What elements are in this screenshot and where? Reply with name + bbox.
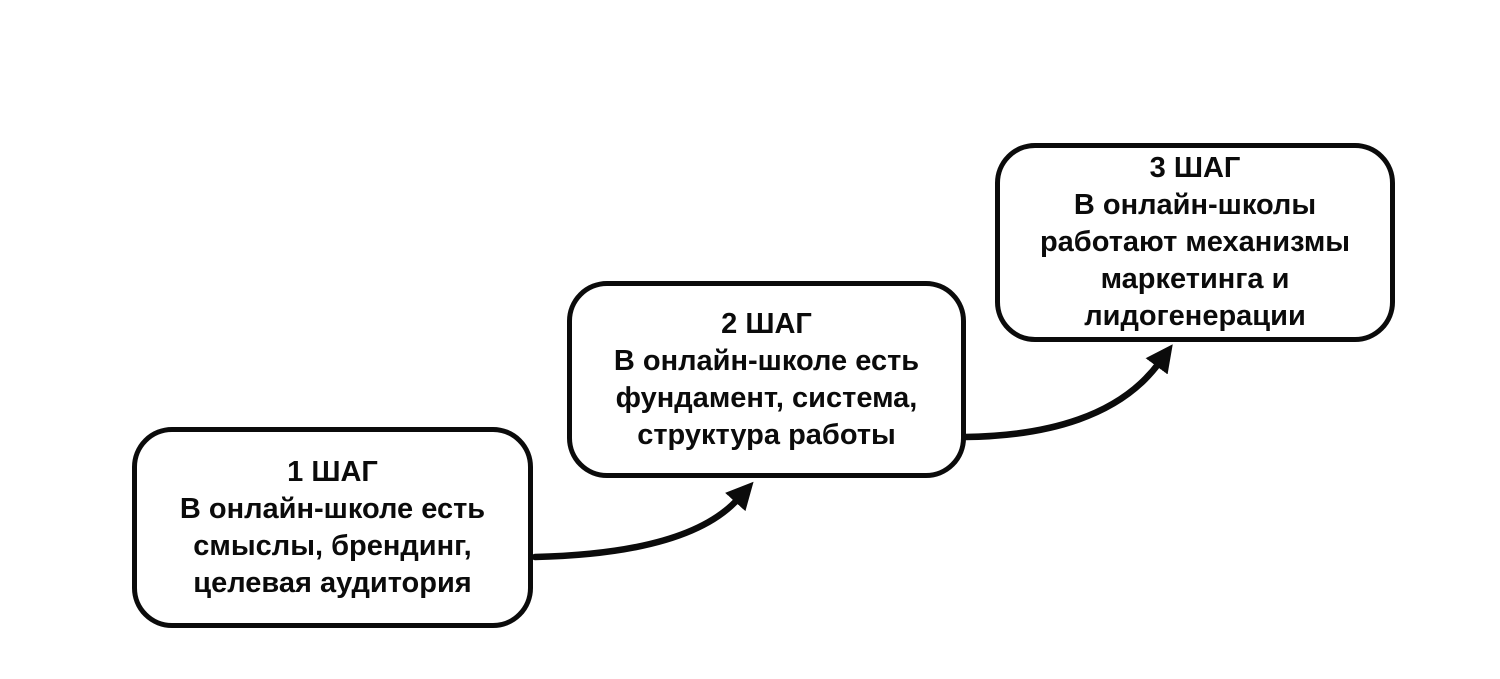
- step-box-2: 2 ШАГ В онлайн-школе есть фундамент, сис…: [567, 281, 966, 478]
- step-1-title: 1 ШАГ: [287, 455, 378, 488]
- step-2-title: 2 ШАГ: [721, 307, 812, 340]
- step-2-description: В онлайн-школе есть фундамент, система, …: [613, 344, 920, 451]
- arrow-step2-to-step3-icon: [961, 344, 1173, 441]
- arrow-step1-to-step2-icon: [531, 481, 754, 561]
- step-box-3: 3 ШАГ В онлайн-школы работают механизмы …: [995, 143, 1395, 342]
- step-box-1: 1 ШАГ В онлайн-школе есть смыслы, бренди…: [132, 427, 533, 628]
- step-3-description: В онлайн-школы работают механизмы маркет…: [1039, 189, 1351, 332]
- step-1-description: В онлайн-школе есть смыслы, брендинг, це…: [179, 492, 486, 599]
- step-3-title: 3 ШАГ: [1149, 152, 1241, 184]
